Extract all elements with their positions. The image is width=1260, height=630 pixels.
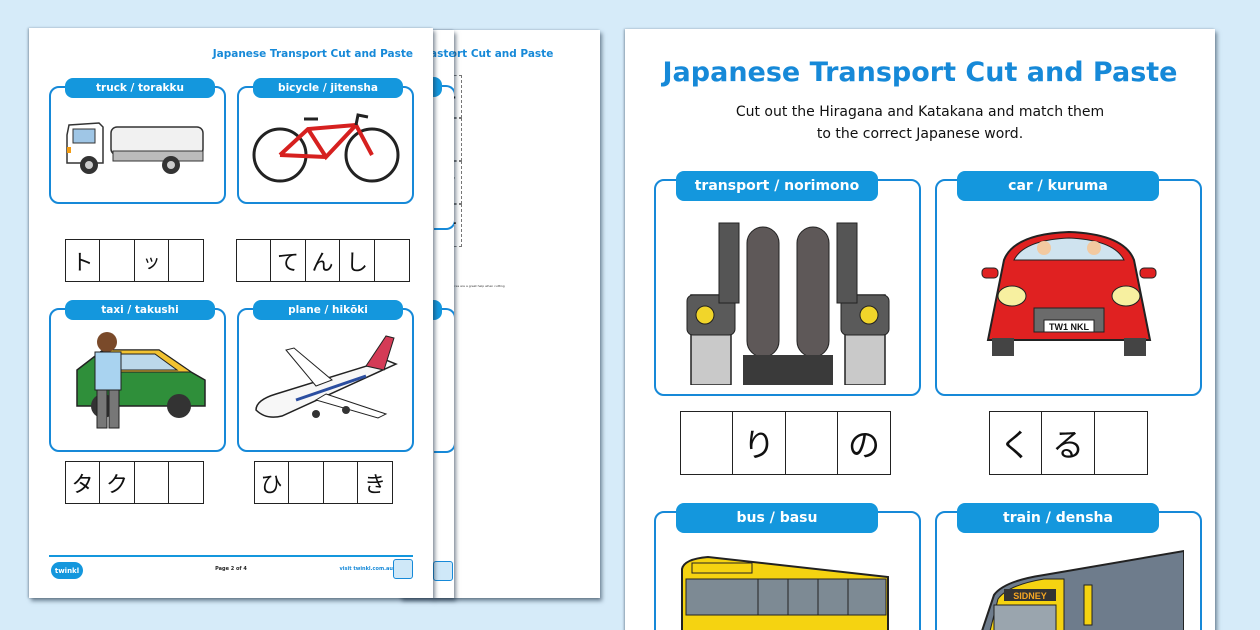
worksheet-page-front: Japanese Transport Cut and Paste truck /… [29, 28, 433, 598]
page-title-fragment: sport Cut and Paste [436, 48, 554, 60]
svg-text:TW1 NKL: TW1 NKL [1049, 322, 1089, 332]
answer-box [168, 461, 204, 504]
train-destination: SIDNEY [1013, 591, 1047, 601]
answer-boxes: ト ッ [64, 239, 204, 282]
answer-box [373, 239, 410, 282]
page-number: Page 2 of 4 [215, 566, 247, 572]
answer-boxes: ひ き [253, 461, 393, 504]
ticket-gate-image [656, 205, 919, 394]
answer-box: て [270, 239, 306, 282]
twinkl-logo: twinkl [51, 562, 83, 579]
worksheet-page-enlarged: Japanese Transport Cut and Paste Cut out… [625, 29, 1215, 630]
page-title-fragment: aste [430, 48, 454, 60]
instructions-line-1: Cut out the Hiragana and Katakana and ma… [735, 104, 1105, 120]
answer-boxes: り の [679, 411, 891, 475]
plane-image [239, 310, 412, 450]
answer-box: き [357, 461, 393, 504]
card-transport: transport / norimono [654, 171, 921, 396]
answer-box: ッ [133, 239, 170, 282]
car-image: TW1 NKL [937, 205, 1200, 394]
answer-boxes: く る [988, 411, 1148, 475]
taxi-image [51, 310, 224, 450]
answer-box: し [339, 239, 375, 282]
answer-boxes: て ん し [235, 239, 410, 282]
card-taxi: taxi / takushi [49, 300, 226, 452]
page-note: and/or resources are a great help when c… [434, 284, 505, 288]
card-edge [434, 308, 454, 453]
footer-url: visit twinkl.com.au [339, 566, 393, 572]
card-label: transport / norimono [676, 171, 878, 201]
card-train: train / densha SIDNEY [935, 503, 1202, 630]
answer-box [322, 461, 359, 504]
answer-box: タ [64, 461, 101, 504]
bus-image [656, 553, 919, 630]
answer-box [784, 411, 839, 475]
truck-image [51, 88, 224, 202]
answer-box: く [988, 411, 1043, 475]
answer-box [168, 239, 204, 282]
answer-boxes: タ ク [64, 461, 204, 504]
bicycle-image [239, 88, 412, 202]
answer-box: ん [304, 239, 341, 282]
card-bicycle: bicycle / jitensha [237, 78, 414, 204]
footer-divider [49, 555, 413, 557]
answer-box [235, 239, 272, 282]
page-title: Japanese Transport Cut and Paste [212, 48, 413, 60]
card-bus: bus / basu [654, 503, 921, 630]
answer-box [99, 239, 135, 282]
card-tab-edge [430, 300, 442, 320]
worksheet-title: Japanese Transport Cut and Paste [662, 57, 1178, 88]
answer-box: り [732, 411, 786, 475]
card-label: bicycle / jitensha [253, 78, 403, 98]
answer-box: ト [64, 239, 101, 282]
instructions-line-2: to the correct Japanese word. [816, 126, 1024, 142]
card-truck: truck / torakku [49, 78, 226, 204]
answer-box: の [837, 411, 891, 475]
card-label: car / kuruma [957, 171, 1159, 201]
answer-box [288, 461, 324, 504]
worksheet-page-3: sport Cut and Paste ー こ タ せ and/or resou… [432, 30, 600, 598]
answer-box [1093, 411, 1148, 475]
card-tab-edge [430, 77, 442, 97]
card-plane: plane / hikōki [237, 300, 414, 452]
quality-badge-icon [433, 561, 453, 581]
answer-box [133, 461, 170, 504]
card-label: taxi / takushi [65, 300, 215, 320]
answer-box: る [1041, 411, 1095, 475]
card-edge [434, 85, 454, 230]
card-label: train / densha [957, 503, 1159, 533]
answer-box: ひ [253, 461, 290, 504]
quality-badge-icon [393, 559, 413, 579]
card-label: plane / hikōki [253, 300, 403, 320]
card-label: bus / basu [676, 503, 878, 533]
card-car: car / kuruma TW1 NKL [935, 171, 1202, 396]
card-label: truck / torakku [65, 78, 215, 98]
answer-box [679, 411, 734, 475]
train-image: SIDNEY [937, 545, 1200, 630]
answer-box: ク [99, 461, 135, 504]
